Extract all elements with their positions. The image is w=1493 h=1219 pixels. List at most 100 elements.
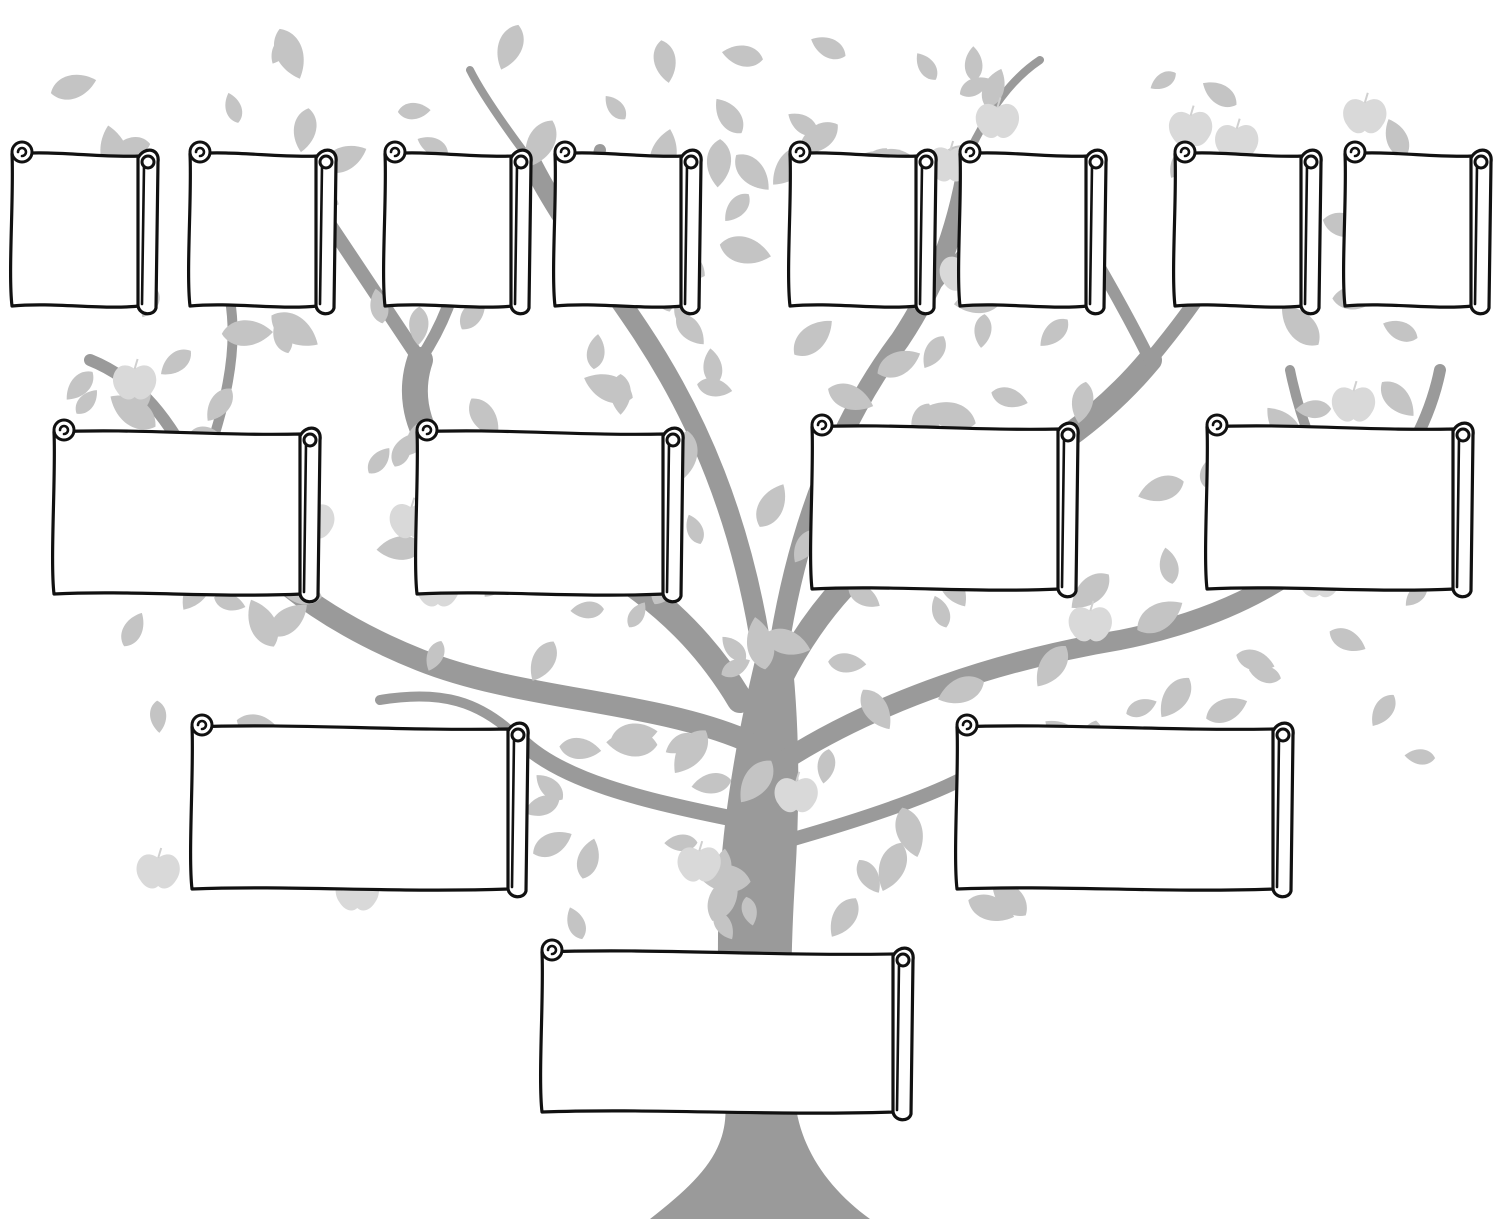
leaf-icon [793,320,832,356]
leaf-icon [1206,698,1248,723]
leaf-icon [525,120,557,168]
leaf-icon [676,314,704,345]
scroll-curl-top [10,140,34,164]
scroll-curl-top [810,413,834,437]
scroll-generation-4-8 [1342,140,1493,316]
scroll-curl-top [788,140,812,164]
branch [783,773,967,847]
leaf-icon [740,760,774,803]
leaf-icon [856,860,880,893]
leaf-icon [722,636,747,662]
leaf-icon [397,102,431,120]
leaf-icon [1383,320,1418,342]
leaf-icon [719,236,771,264]
scroll-sheet [809,424,1062,592]
leaf-icon [981,68,1005,108]
leaf-icon [860,689,891,730]
scroll-generation-2-1 [189,713,530,899]
scroll-sheet [189,724,512,892]
leaf-icon [584,374,633,404]
leaf-icon [653,40,676,83]
scroll-generation-3-3 [809,413,1080,599]
leaf-icon [932,595,951,628]
leaf-icon [469,398,499,438]
leaf-icon [271,37,290,64]
apple-icon [975,97,1020,138]
scroll-generation-1-1 [539,938,915,1122]
scroll-curl-top [415,418,439,442]
leaf-icon [706,139,732,188]
apple-icon [1343,92,1387,134]
branch [512,732,748,828]
apple-icon [1068,600,1112,642]
leaf-icon [1202,82,1237,108]
scroll-sheet [187,151,320,309]
scroll-sheet [414,429,667,597]
leaf-icon [923,336,946,368]
scroll-sheet [51,429,304,597]
leaf-icon [1404,749,1436,765]
leaf-icon [627,602,646,628]
trunk [650,640,870,1219]
leaf-icon [221,320,273,346]
leaf-icon [66,371,94,400]
leaf-icon [788,113,818,136]
scroll-sheet [539,949,897,1115]
scroll-curl-top [540,938,564,962]
leaf-icon [426,641,445,671]
scroll-generation-4-1 [9,140,160,316]
leaf-icon [741,896,757,926]
leaf-icon [697,378,733,397]
leaf-icon [225,92,243,123]
scroll-sheet [552,151,685,309]
leaf-icon [605,95,627,120]
leaf-icon [570,601,604,619]
branch [966,56,1044,154]
leaf-icon [1036,646,1069,687]
scroll-generation-2-2 [954,713,1295,899]
scroll-generation-3-1 [51,418,322,604]
scroll-sheet [1204,424,1457,592]
leaf-icon [964,46,983,82]
scroll-generation-4-3 [382,140,533,316]
apple-icon [1331,380,1376,422]
leaf-icon [293,108,317,153]
leaf-icon [1040,318,1069,346]
leaf-icon [764,628,811,655]
scroll-sheet [1172,151,1305,309]
leaf-icon [686,514,704,544]
leaf-icon [735,154,769,190]
leaf-icon [530,641,557,681]
leaf-icon [269,605,307,637]
scroll-sheet [957,151,1090,309]
leaf-icon [121,612,144,647]
leaf-icon [150,700,167,733]
leaf-icon [959,77,990,97]
leaf-icon [1295,400,1332,419]
leaf-icon [1137,601,1183,634]
leaf-icon [811,37,846,60]
leaf-icon [703,348,723,386]
leaf-icon [576,838,599,879]
leaf-icon [968,894,1015,921]
leaf-icon [75,390,97,414]
apple-icon [136,847,180,889]
leaf-icon [1138,475,1184,502]
leaf-icon [721,658,750,678]
leaf-icon [848,584,880,607]
leaf-icon [214,593,246,611]
apple-icon [774,771,818,813]
branch [466,66,534,164]
scroll-sheet [954,724,1277,892]
scroll-sheet [9,151,142,309]
leaf-icon [536,775,564,801]
leaf-icon [716,98,744,134]
leaf-icon [877,350,921,378]
scroll-curl-top [1205,413,1229,437]
scroll-sheet [787,151,920,309]
leaf-icon [1236,649,1275,671]
scroll-curl-top [553,140,577,164]
scroll-generation-4-2 [187,140,338,316]
scroll-generation-3-2 [414,418,685,604]
